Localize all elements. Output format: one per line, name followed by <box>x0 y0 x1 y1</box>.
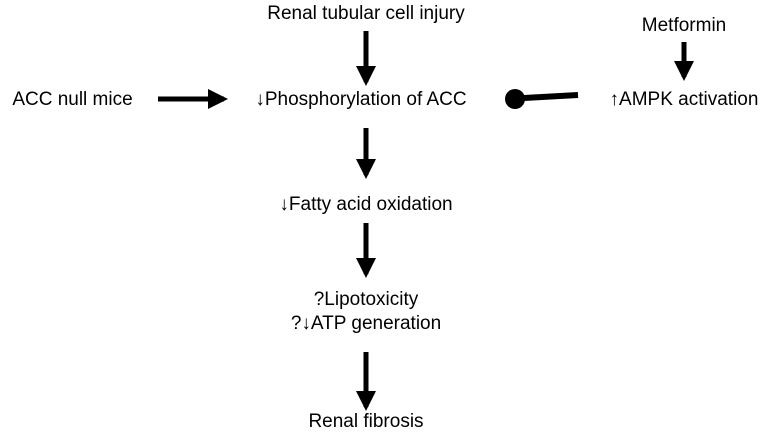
node-lipotoxicity: ?Lipotoxicity <box>313 289 419 310</box>
node-lipotoxicity-atp: ?Lipotoxicity ?↓ATP generation <box>256 288 476 336</box>
node-metformin: Metformin <box>641 15 727 36</box>
node-acc-null-mice: ACC null mice <box>12 89 133 110</box>
node-renal-tubular-cell-injury: Renal tubular cell injury <box>267 3 465 24</box>
inhibition-ampk-to-phosphorylation <box>523 92 579 101</box>
node-renal-fibrosis: Renal fibrosis <box>308 411 424 432</box>
node-atp-generation: ?↓ATP generation <box>290 313 442 334</box>
node-fatty-acid-oxidation: ↓Fatty acid oxidation <box>279 194 453 215</box>
node-ampk-activation: ↑AMPK activation <box>609 89 759 110</box>
node-phosphorylation-of-acc: ↓Phosphorylation of ACC <box>255 89 467 110</box>
inhibition-endpoint-dot <box>505 89 525 109</box>
